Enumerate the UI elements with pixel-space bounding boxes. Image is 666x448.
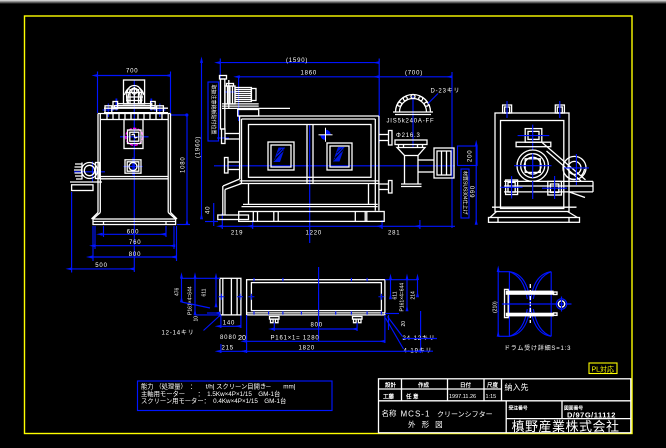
svg-text:取扱注意銘板貼付位置: 取扱注意銘板貼付位置 xyxy=(210,85,217,135)
svg-text:名称: 名称 xyxy=(382,408,397,418)
svg-text:1997.11.26: 1997.11.26 xyxy=(449,394,476,400)
svg-text:600: 600 xyxy=(127,229,139,235)
svg-text:215: 215 xyxy=(222,346,234,352)
svg-text:700: 700 xyxy=(126,69,138,75)
svg-text:日付: 日付 xyxy=(460,381,472,389)
svg-text:任 意: 任 意 xyxy=(405,392,419,400)
svg-text:281: 281 xyxy=(388,230,400,236)
svg-text:1220: 1220 xyxy=(306,230,323,236)
svg-text:(1590): (1590) xyxy=(286,58,308,64)
svg-text:主軸用モーター ： 1.5Kw×4P×1/15 GM-1台: 主軸用モーター ： 1.5Kw×4P×1/15 GM-1台 xyxy=(141,389,280,398)
svg-text:200: 200 xyxy=(468,150,474,162)
svg-text:1860: 1860 xyxy=(301,71,318,77)
svg-text:611: 611 xyxy=(393,291,399,299)
svg-text:214: 214 xyxy=(411,291,417,300)
svg-text:1:15: 1:15 xyxy=(486,394,497,400)
svg-text:500: 500 xyxy=(95,263,107,269)
svg-text:Φ216.3: Φ216.3 xyxy=(396,133,421,139)
svg-text:80: 80 xyxy=(220,335,228,341)
svg-text:JIS5k240A-FF: JIS5k240A-FF xyxy=(387,119,435,125)
svg-text:ドラム受け詳細S=1:3: ドラム受け詳細S=1:3 xyxy=(504,344,571,352)
svg-text:476: 476 xyxy=(175,287,181,296)
svg-text:納入先: 納入先 xyxy=(505,382,529,392)
svg-text:P161×4=644: P161×4=644 xyxy=(400,283,406,312)
svg-text:スクリーン用モーター： 0.4Kw×4P×1/15 GM-1: スクリーン用モーター： 0.4Kw×4P×1/15 GM-1台 xyxy=(141,396,286,405)
svg-text:1820: 1820 xyxy=(299,346,316,352)
svg-text:MCS-1: MCS-1 xyxy=(401,410,431,419)
svg-text:P161×4=644: P161×4=644 xyxy=(188,286,194,315)
svg-text:10: 10 xyxy=(194,316,200,322)
svg-text:材質SUS304仕上げ: 材質SUS304仕上げ xyxy=(462,171,469,215)
svg-text:219: 219 xyxy=(231,230,243,236)
svg-text:(210): (210) xyxy=(493,301,499,313)
svg-text:クリーンシフター: クリーンシフター xyxy=(437,410,493,419)
svg-text:1080: 1080 xyxy=(181,156,187,173)
svg-text:800: 800 xyxy=(311,323,323,329)
svg-text:20: 20 xyxy=(401,321,407,327)
svg-text:D/97G/11112: D/97G/11112 xyxy=(567,410,616,419)
svg-text:PL対応: PL対応 xyxy=(592,364,615,373)
svg-text:能力 （処理量） ： t/h| スクリーン目開き─ mm: 能力 （処理量） ： t/h| スクリーン目開き─ mm| xyxy=(141,382,296,391)
svg-text:40: 40 xyxy=(206,206,212,214)
svg-text:80: 80 xyxy=(229,335,237,341)
svg-text:690: 690 xyxy=(471,185,477,197)
svg-text:図面番号: 図面番号 xyxy=(564,404,583,411)
svg-text:611: 611 xyxy=(201,288,207,296)
svg-text:20: 20 xyxy=(238,333,246,342)
svg-text:760: 760 xyxy=(129,240,141,246)
svg-text:槙野産業株式会社: 槙野産業株式会社 xyxy=(512,419,620,434)
svg-text:P161×1= 1280: P161×1= 1280 xyxy=(271,336,320,342)
svg-text:140: 140 xyxy=(223,321,235,327)
svg-text:外 形 図: 外 形 図 xyxy=(408,419,445,429)
svg-text:12-14キリ: 12-14キリ xyxy=(162,330,195,336)
svg-text:800: 800 xyxy=(129,252,141,258)
svg-text:(700): (700) xyxy=(405,71,423,77)
svg-text:D-23キリ: D-23キリ xyxy=(431,89,461,95)
svg-text:受注番号: 受注番号 xyxy=(509,404,528,411)
svg-text:工藤: 工藤 xyxy=(383,392,395,400)
svg-text:(1960): (1960) xyxy=(196,136,202,158)
svg-text:尺度: 尺度 xyxy=(487,381,499,389)
svg-text:作成: 作成 xyxy=(418,381,430,389)
svg-text:設計: 設計 xyxy=(385,381,397,389)
